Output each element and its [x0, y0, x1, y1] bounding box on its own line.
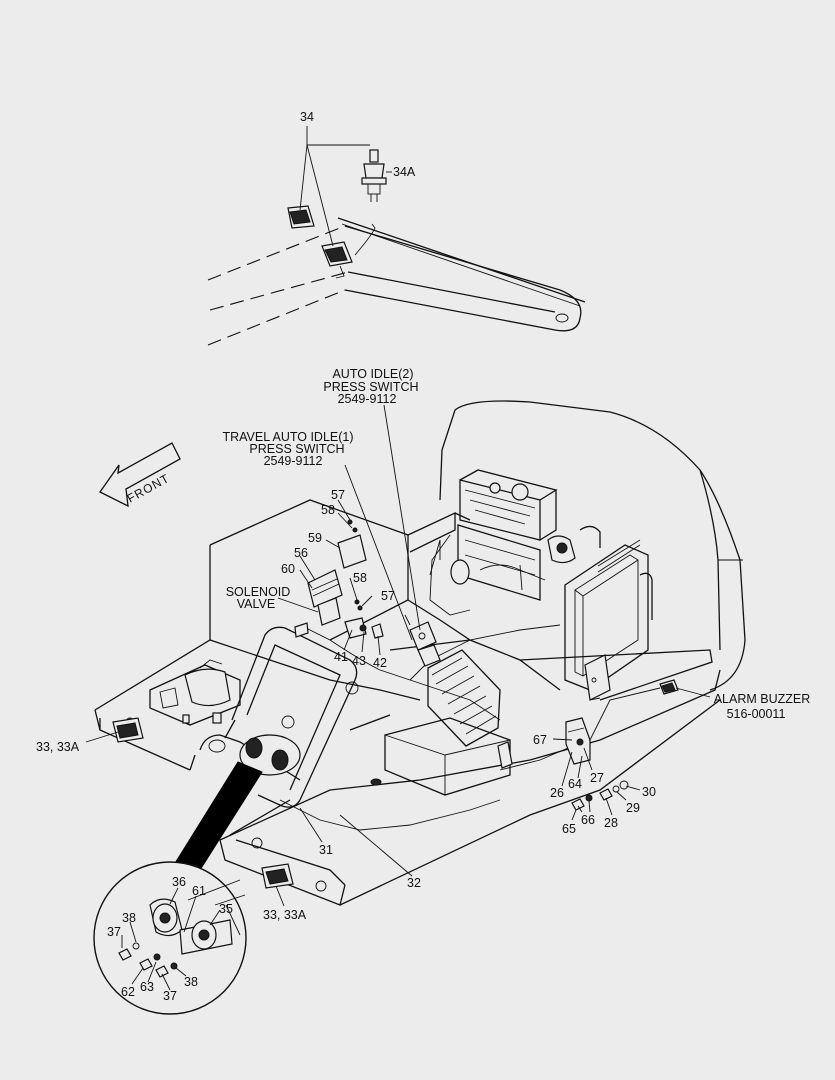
part-labels: 34 34A FRONT AUTO IDLE(2) PRESS SWITCH 2…	[36, 110, 810, 1003]
detail-callout-wedge	[171, 761, 263, 871]
label-66: 66	[581, 813, 595, 827]
label-38a: 38	[122, 911, 136, 925]
label-58a: 58	[321, 503, 335, 517]
label-34: 34	[300, 110, 314, 124]
oil-cooler	[427, 649, 501, 747]
engine	[429, 469, 601, 616]
label-57a: 57	[331, 488, 345, 502]
deck-platform	[94, 639, 721, 906]
bulb-34a	[361, 149, 387, 202]
label-57b: 57	[381, 589, 395, 603]
label-auto-idle-line2: PRESS SWITCH	[323, 380, 418, 394]
label-65: 65	[562, 822, 576, 836]
label-travel-line2: PRESS SWITCH	[249, 442, 344, 456]
detail-circle	[93, 861, 247, 1015]
radiator	[564, 539, 653, 701]
label-travel-part: 2549-9112	[264, 454, 323, 468]
label-32: 32	[407, 876, 421, 890]
label-travel-line1: TRAVEL AUTO IDLE(1)	[222, 430, 353, 444]
label-36: 36	[172, 875, 186, 889]
label-38b: 38	[184, 975, 198, 989]
label-solenoid-line1: SOLENOID	[226, 585, 291, 599]
label-41: 41	[334, 650, 348, 664]
label-33-left: 33, 33A	[36, 740, 80, 754]
boom-foot	[199, 626, 391, 808]
label-26: 26	[550, 786, 564, 800]
left-components	[149, 659, 241, 726]
label-30: 30	[642, 785, 656, 799]
engine-cover	[439, 400, 746, 691]
label-34a: 34A	[393, 165, 416, 179]
label-60: 60	[281, 562, 295, 576]
bolt-set-right	[571, 780, 629, 813]
label-59: 59	[308, 531, 322, 545]
label-alarm-buzzer: ALARM BUZZER	[714, 692, 811, 706]
label-42: 42	[373, 656, 387, 670]
work-lamp-33-bottom	[261, 863, 294, 889]
alarm-buzzer	[659, 679, 679, 695]
label-auto-idle-line1: AUTO IDLE(2)	[332, 367, 413, 381]
work-lamp-33-left	[112, 717, 144, 743]
label-33-bottom: 33, 33A	[263, 908, 307, 922]
work-lamp-34	[287, 205, 353, 279]
label-43: 43	[352, 654, 366, 668]
label-37b: 37	[163, 989, 177, 1003]
leader-34	[299, 126, 392, 247]
relay-block	[307, 519, 367, 611]
leader-lines	[85, 404, 711, 907]
label-solenoid-line2: VALVE	[237, 597, 275, 611]
label-61: 61	[192, 884, 206, 898]
label-56: 56	[294, 546, 308, 560]
label-35: 35	[219, 902, 233, 916]
pressure-switch-assembly	[404, 614, 441, 667]
boom-outline	[207, 217, 586, 346]
label-auto-idle-part: 2549-9112	[338, 392, 397, 406]
label-67: 67	[533, 733, 547, 747]
wiring-harness	[279, 539, 661, 831]
front-arrow	[99, 442, 181, 508]
label-29: 29	[626, 801, 640, 815]
solenoid-valve	[294, 597, 384, 639]
label-62: 62	[121, 985, 135, 999]
deck-tank	[370, 717, 511, 796]
label-37a: 37	[107, 925, 121, 939]
label-28: 28	[604, 816, 618, 830]
label-63: 63	[140, 980, 154, 994]
label-31: 31	[319, 843, 333, 857]
label-alarm-part: 516-00011	[727, 707, 786, 721]
label-27: 27	[590, 771, 604, 785]
label-58b: 58	[353, 571, 367, 585]
label-64: 64	[568, 777, 582, 791]
